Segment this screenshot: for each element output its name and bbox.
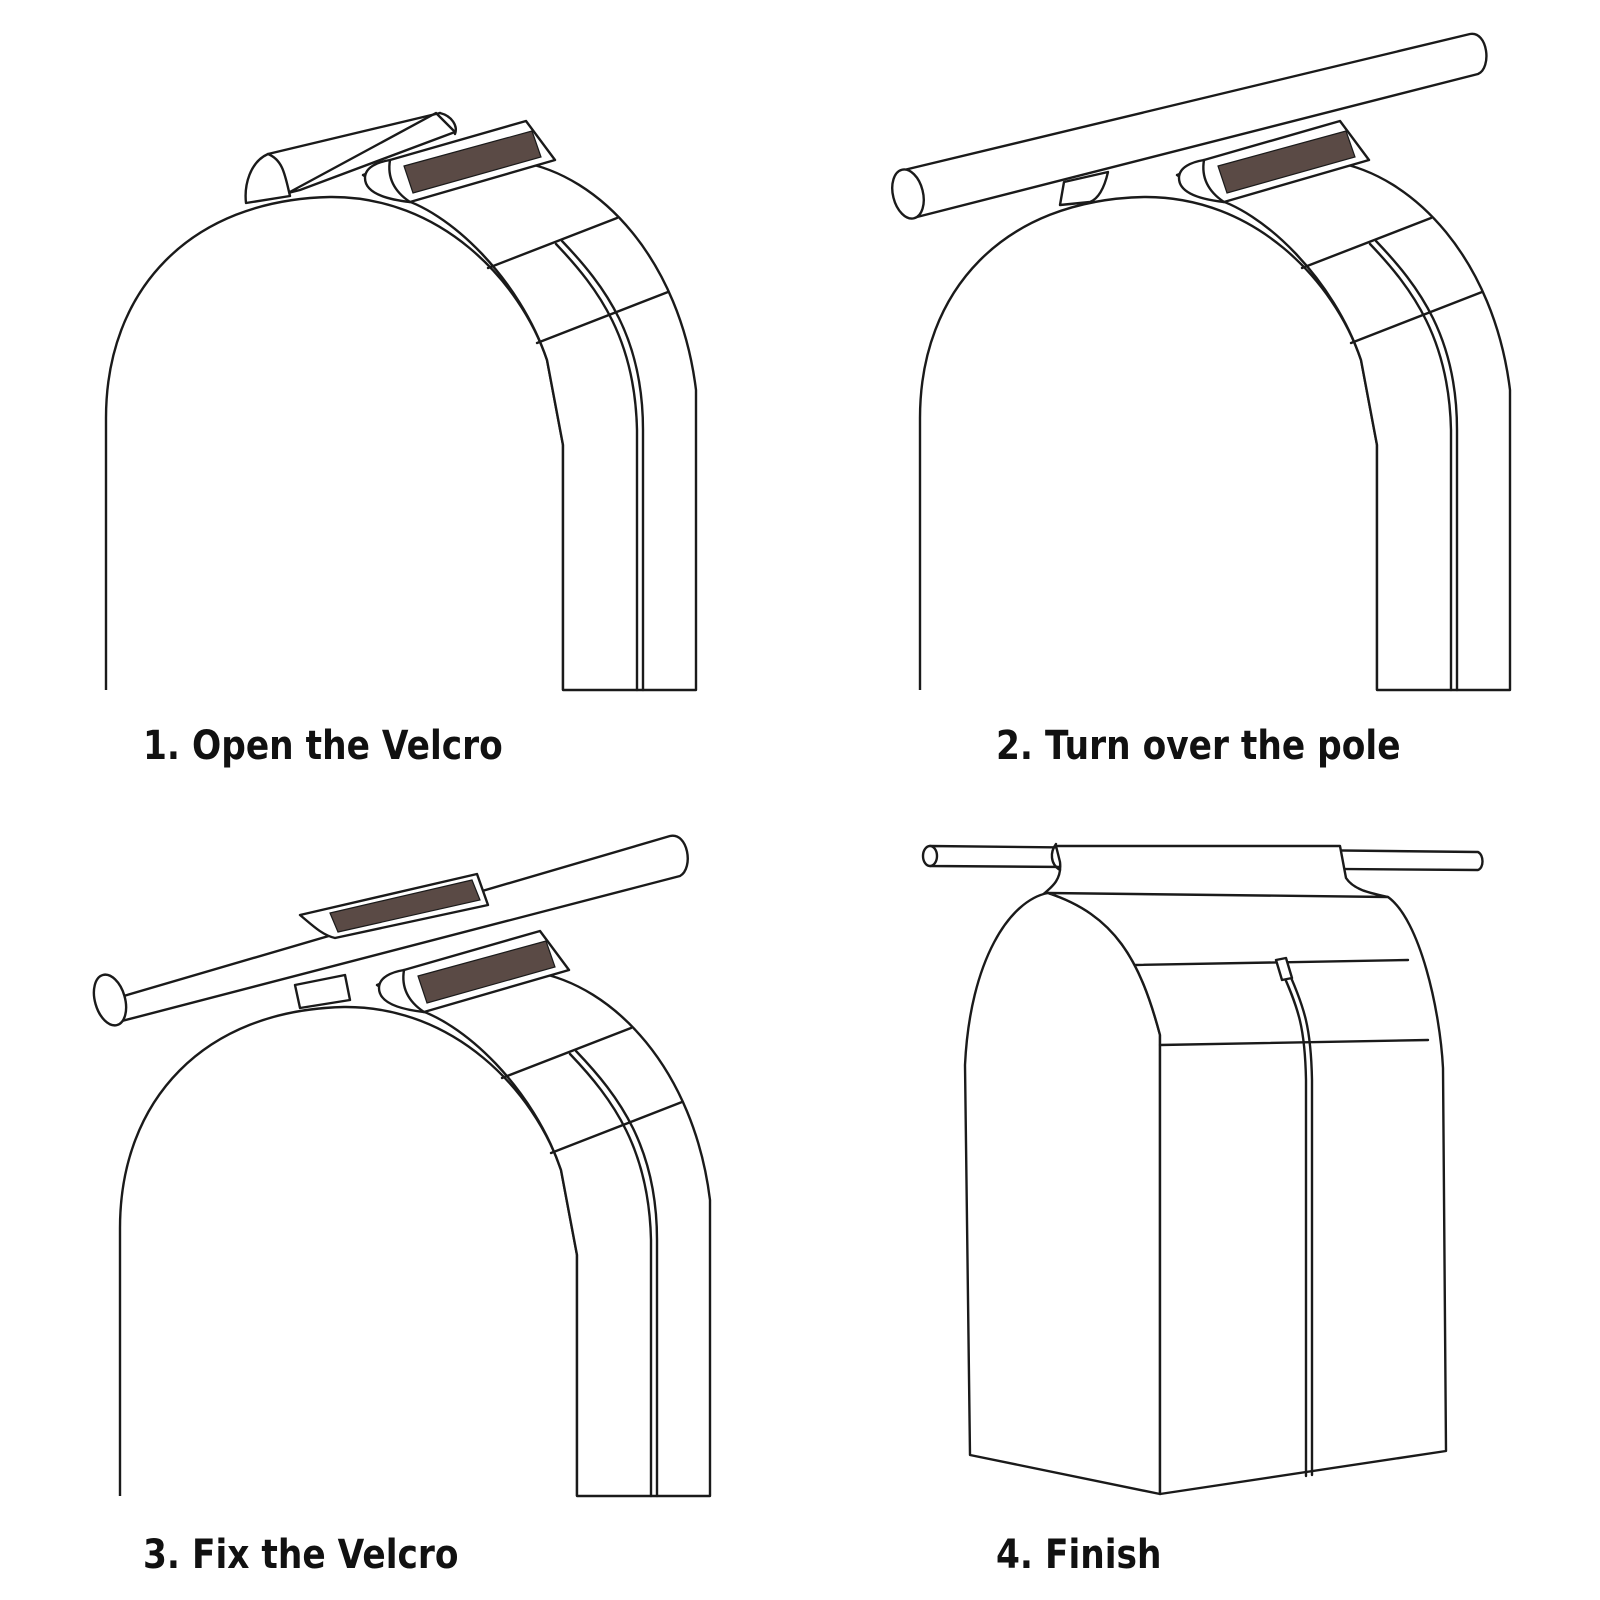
step-1-illustration [104, 111, 698, 692]
step-2-label: 2. Turn over the pole [996, 723, 1401, 769]
velcro-patch [403, 130, 542, 194]
velcro-strap-front-2 [1177, 119, 1371, 204]
step-4-illustration [921, 842, 1484, 1496]
pole-2 [891, 32, 1488, 220]
zipper-pull [1274, 956, 1294, 982]
pole-3 [92, 834, 689, 1027]
velcro-strap-front-3 [377, 929, 571, 1014]
step-1-label: 1. Open the Velcro [143, 723, 503, 769]
garment-bag-1 [104, 160, 698, 692]
garment-bag-3 [118, 970, 712, 1498]
garment-bag-2 [918, 160, 1512, 692]
velcro-flap-under [293, 973, 352, 1010]
velcro-strap-front-1 [363, 119, 557, 204]
garment-bag-4 [963, 891, 1448, 1496]
step-3-illustration [92, 834, 712, 1498]
step-4-label: 4. Finish [996, 1532, 1162, 1578]
velcro-strap-top-3 [298, 872, 490, 940]
velcro-patch [329, 879, 481, 933]
step-2-illustration [891, 32, 1512, 692]
step-3-label: 3. Fix the Velcro [143, 1532, 459, 1578]
hanging-loop [1038, 844, 1390, 899]
velcro-flap-behind [1058, 170, 1110, 207]
velcro-patch [1217, 130, 1356, 194]
velcro-patch [417, 940, 556, 1004]
open-velcro-flap [244, 111, 457, 205]
